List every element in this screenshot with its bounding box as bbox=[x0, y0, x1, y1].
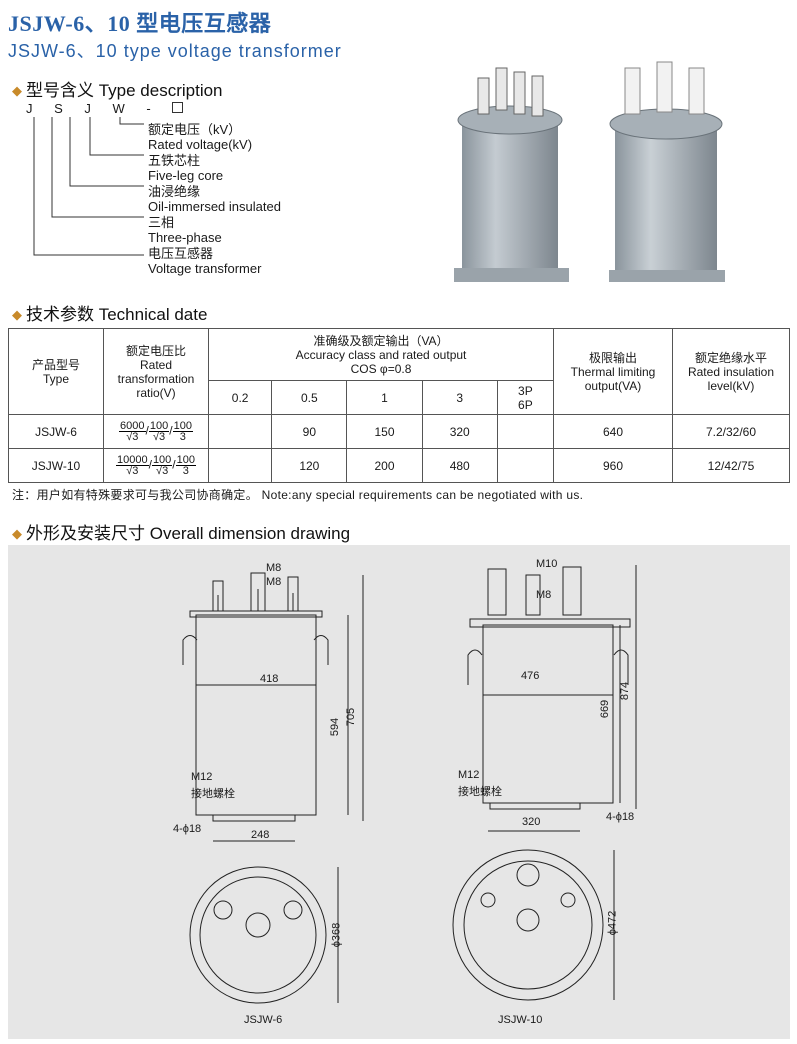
page-title: JSJW-6、10 型电压互感器 bbox=[8, 11, 272, 36]
diamond-bullet-icon: ◆ bbox=[12, 83, 22, 98]
class-1: 1 bbox=[346, 380, 423, 415]
dim-h2-right: 874 bbox=[619, 681, 632, 701]
dim-dia-left: ϕ368 bbox=[330, 922, 343, 948]
dim-m8b: M8 bbox=[266, 576, 282, 588]
type-code-leader-lines bbox=[33, 117, 144, 256]
dim-m8-right: M8 bbox=[536, 589, 552, 601]
dim-m8a: M8 bbox=[266, 562, 282, 574]
dim-h1-right: 669 bbox=[599, 699, 612, 719]
class-02: 0.2 bbox=[207, 380, 273, 415]
dim-m12-left: M12 bbox=[191, 771, 213, 783]
dim-m10: M10 bbox=[536, 558, 558, 570]
page-subtitle: JSJW-6、10 type voltage transformer bbox=[8, 41, 342, 61]
drawing-name-right: JSJW-10 bbox=[498, 1014, 543, 1026]
transformer-photo-jsjw10 bbox=[609, 61, 725, 282]
drawing-heading: ◆外形及安装尺寸 Overall dimension drawing bbox=[12, 524, 351, 543]
dim-dia-right: ϕ472 bbox=[606, 910, 619, 936]
dim-phi-right: 4-ϕ18 bbox=[606, 811, 635, 823]
diamond-bullet-icon: ◆ bbox=[12, 307, 22, 322]
dim-width-right: 476 bbox=[521, 670, 540, 682]
dim-m12-right: M12 bbox=[458, 769, 480, 781]
type-item-1: 额定电压（kV）Rated voltage(kV) bbox=[148, 122, 253, 152]
dim-h2-left: 705 bbox=[345, 707, 358, 727]
ground-bolt-left: 接地螺栓 bbox=[191, 788, 235, 800]
dim-phi-left: 4-ϕ18 bbox=[173, 823, 202, 835]
dim-h1-left: 594 bbox=[329, 717, 342, 737]
drawing-svg bbox=[182, 565, 637, 1004]
class-3p6p: 3P 6P bbox=[496, 380, 555, 415]
diamond-bullet-icon: ◆ bbox=[12, 526, 22, 541]
drawing-name-left: JSJW-6 bbox=[244, 1014, 283, 1026]
dim-width-left: 418 bbox=[260, 673, 279, 685]
type-code: J S J W - bbox=[26, 101, 184, 116]
dimension-drawing: M8 M8 418 594 705 M12 接地螺栓 4-ϕ18 248 ϕ36… bbox=[8, 545, 790, 1039]
dim-base-right: 320 bbox=[522, 816, 541, 828]
note-text: 注：用户如有特殊要求可与我公司协商确定。 Note:any special re… bbox=[12, 488, 584, 502]
type-description-heading: ◆型号含义 Type description bbox=[12, 81, 223, 100]
technical-heading: ◆技术参数 Technical date bbox=[12, 305, 208, 324]
transformer-photo-jsjw6 bbox=[454, 67, 569, 282]
header-accuracy: 准确级及额定输出（VA）Accuracy class and rated out… bbox=[208, 328, 554, 381]
dim-base-left: 248 bbox=[251, 829, 270, 841]
class-05: 0.5 bbox=[271, 380, 348, 415]
ground-bolt-right: 接地螺栓 bbox=[458, 786, 502, 798]
class-3: 3 bbox=[421, 380, 498, 415]
